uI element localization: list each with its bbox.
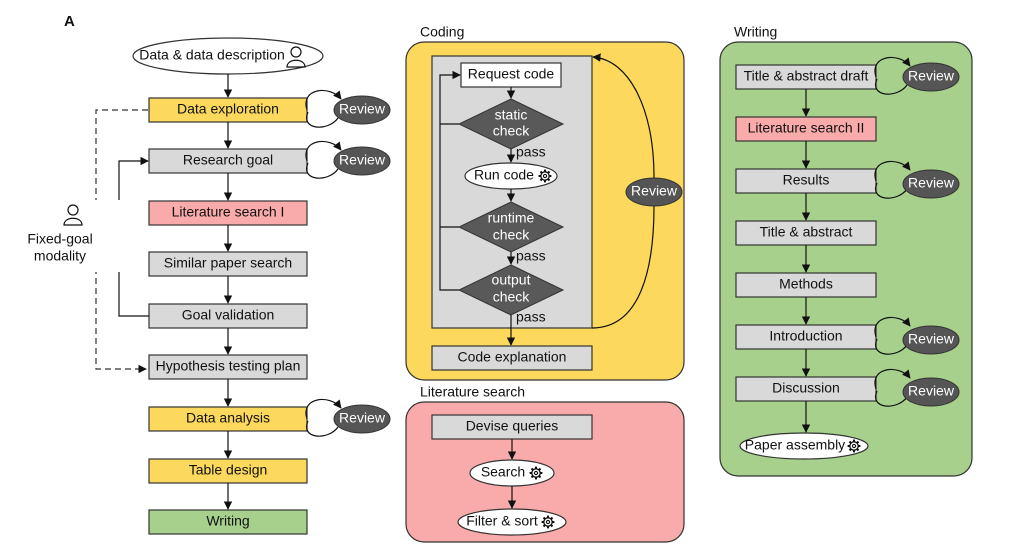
title-abstract-draft-label: Title & abstract draft [744,68,869,84]
results-box [735,168,877,194]
data-analysis-label: Data analysis [186,410,270,426]
review-loop-introduction: Review [874,316,960,355]
discussion-label: Discussion [772,380,840,396]
results-label: Results [783,172,830,188]
review-label: Review [908,68,955,84]
data-analysis-box [148,406,308,432]
review-loop-results: Review [874,160,960,199]
introduction-label: Introduction [769,328,842,344]
code-explanation-label: Code explanation [458,349,567,365]
review-loop-data-exploration: Review [305,89,391,128]
devise-queries-box [431,414,593,440]
review-label: Review [908,383,955,399]
table-design-box [148,458,308,484]
fixed-goal-label-2: modality [34,248,86,264]
request-code-label: Request code [468,66,555,82]
panel-letter: A [64,13,75,30]
hypothesis-testing-plan-label: Hypothesis testing plan [156,358,301,374]
static-check-label-1: static [495,107,528,123]
methods-label: Methods [779,276,833,292]
goal-validation-label: Goal validation [182,307,275,323]
request-code-box [460,62,562,88]
review-loop-data-analysis: Review [305,398,391,437]
filter-sort-node [457,508,567,536]
literature-search-2-label: Literature search II [748,120,865,136]
review-loop-discussion: Review [874,368,960,407]
table-design-label: Table design [189,462,268,478]
literature-search-1-label: Literature search I [172,204,285,220]
data-exploration-label: Data exploration [177,101,279,117]
writing-label: Writing [206,513,249,529]
writing-panel [719,41,973,477]
title-abstract-draft-box [735,64,877,90]
title-abstract-box [735,220,877,246]
fixed-goal-bg [20,200,120,272]
literature-search-title: Literature search [420,384,525,400]
review-loop-title-abstract-draft: Review [874,56,960,95]
paper-assembly-label: Paper assembly [745,437,845,453]
review-label: Review [339,101,386,117]
data-description-label: Data & data description [139,47,285,63]
writing-box [148,509,308,535]
paper-assembly-node [739,432,869,460]
title-abstract-label: Title & abstract [760,224,853,240]
output-check-label-1: output [492,272,531,288]
search-label: Search [481,464,525,480]
literature-search-2-box [735,116,877,142]
output-check-label-2: check [493,289,531,305]
review-label: Review [339,410,386,426]
devise-queries-label: Devise queries [466,418,559,434]
writing-panel-title: Writing [734,24,777,40]
pass-label: pass [516,309,546,325]
runtime-check-label-1: runtime [488,210,535,226]
runtime-check-label-2: check [493,227,531,243]
pass-label: pass [516,248,546,264]
code-explanation-box [431,345,593,371]
review-loop-coding: Review [625,177,683,207]
methods-box [735,272,877,298]
similar-paper-search-label: Similar paper search [164,255,292,271]
review-label: Review [631,183,678,199]
research-goal-box [148,148,308,174]
goal-validation-box [148,303,308,329]
filter-sort-label: Filter & sort [466,513,538,529]
review-label: Review [339,152,386,168]
review-label: Review [908,331,955,347]
static-check-label-2: check [493,123,531,139]
research-goal-label: Research goal [183,152,273,168]
coding-title: Coding [420,24,464,40]
fixed-goal-label-1: Fixed-goal [27,231,92,247]
pass-label: pass [516,144,546,160]
review-label: Review [908,175,955,191]
review-loop-research-goal: Review [305,140,391,179]
run-code-label: Run code [474,167,534,183]
